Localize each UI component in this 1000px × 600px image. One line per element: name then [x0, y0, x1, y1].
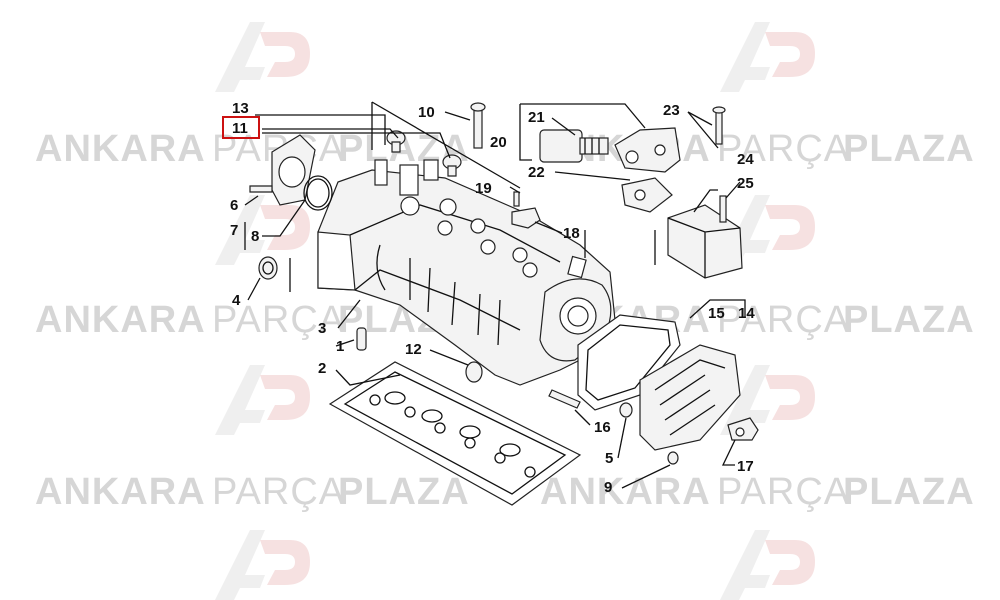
callout-17: 17: [737, 458, 754, 475]
callout-9: 9: [604, 479, 612, 496]
callout-21: 21: [528, 109, 545, 126]
bushing-part: [548, 389, 679, 465]
callout-24: 24: [737, 151, 754, 168]
end-cover-part: [577, 314, 741, 451]
wm-middle: PARÇA: [212, 471, 345, 513]
callout-12: 12: [405, 341, 422, 358]
bolt-part: [712, 106, 726, 145]
watermark-text-row-1: ANKARA PARÇA PLAZA ANKARA PARÇA PLAZA: [35, 128, 975, 170]
plug-part: [465, 361, 483, 383]
callout-11: 11: [232, 120, 248, 137]
wm-end: PLAZA: [843, 128, 975, 170]
callout-14: 14: [738, 305, 755, 322]
wm-middle: PARÇA: [717, 299, 850, 341]
callout-25: 25: [737, 175, 754, 192]
control-module-part: [667, 195, 743, 279]
watermark-text-row-3: ANKARA PARÇA PLAZA ANKARA PARÇA PLAZA: [35, 471, 975, 513]
cap-part: [258, 256, 278, 280]
callout-15: 15: [708, 305, 725, 322]
wm-end: PLAZA: [843, 471, 975, 513]
callout-16: 16: [594, 419, 611, 436]
wm-brand: ANKARA: [35, 471, 206, 513]
callout-labels: 1 2 3 4 5 6 7 8 9 10 11 13 12 14 15 16 1…: [222, 100, 755, 496]
screw-part: [386, 102, 486, 177]
leader-lines: [244, 101, 746, 489]
head-gasket-part: [328, 361, 582, 506]
callout-13: 13: [232, 100, 249, 117]
callout-3: 3: [318, 320, 326, 337]
watermark-layer: ANKARA PARÇA PLAZA ANKARA PARÇA PLAZA AN…: [35, 22, 975, 600]
wm-middle: PARÇA: [717, 128, 850, 170]
wm-brand: ANKARA: [35, 299, 206, 341]
dowel-pin-part: [356, 327, 367, 351]
callout-22: 22: [528, 164, 545, 181]
callout-20: 20: [490, 134, 507, 151]
valve-housing-part: [614, 127, 681, 213]
wm-brand: ANKARA: [35, 128, 206, 170]
position-sensor-part: [727, 417, 759, 441]
wm-end: PLAZA: [338, 471, 470, 513]
sensor-part: [511, 191, 541, 229]
callout-23: 23: [663, 102, 680, 119]
wm-middle: PARÇA: [717, 471, 850, 513]
callout-4: 4: [232, 292, 241, 309]
callout-18: 18: [563, 225, 580, 242]
callout-6: 6: [230, 197, 238, 214]
highlight-box: [222, 116, 260, 139]
cylinder-head-part: [317, 159, 616, 386]
wm-brand: ANKARA: [540, 471, 711, 513]
callout-19: 19: [475, 180, 492, 197]
wm-middle: PARÇA: [212, 299, 345, 341]
cover-plate-part: [249, 134, 333, 211]
parts-layer: [249, 102, 759, 506]
callout-2: 2: [318, 360, 326, 377]
callout-1: 1: [336, 338, 344, 355]
solenoid-valve-part: [539, 129, 609, 163]
callout-7: 7: [230, 222, 238, 239]
watermark-logo: [215, 22, 815, 600]
highlighted-callout: 11: [222, 116, 260, 139]
wm-end: PLAZA: [843, 299, 975, 341]
callout-5: 5: [605, 450, 613, 467]
callout-10: 10: [418, 104, 435, 121]
callout-8: 8: [251, 228, 259, 245]
